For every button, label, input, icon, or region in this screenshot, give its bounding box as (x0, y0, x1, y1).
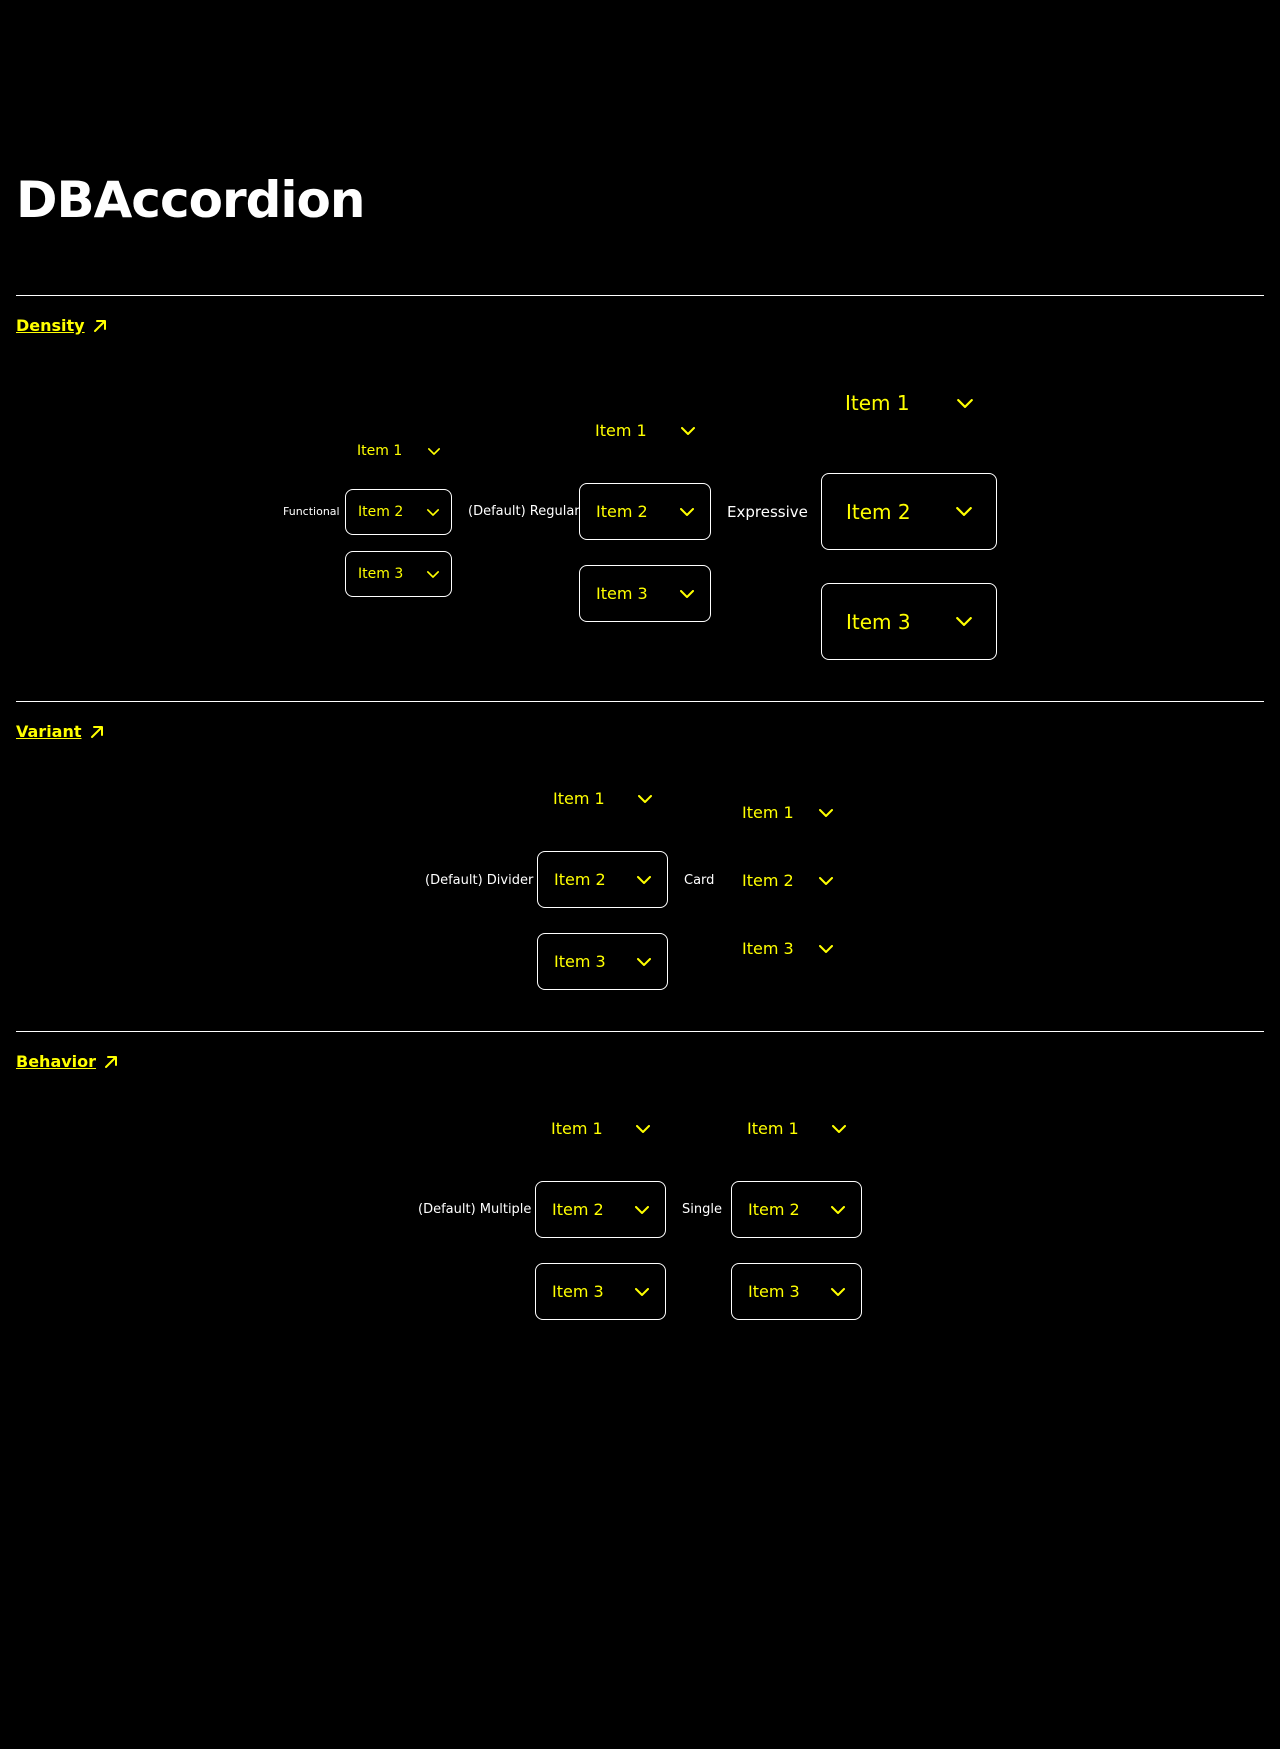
chevron-down-icon (635, 1288, 649, 1296)
chevron-down-icon (427, 509, 439, 516)
accordion-item[interactable]: Item 2 (535, 1181, 666, 1238)
density-expressive-label: Expressive (727, 503, 808, 521)
chevron-down-icon (956, 617, 972, 626)
accordion-item-title: Item 1 (357, 443, 403, 459)
accordion-item[interactable]: Item 3 (821, 583, 997, 660)
accordion-item-title: Item 3 (846, 609, 911, 634)
accordion-item[interactable]: Item 2 (731, 1181, 862, 1238)
accordion-item[interactable]: Item 2 (537, 851, 668, 908)
accordion-item-title: Item 3 (742, 939, 794, 958)
accordion-item-title: Item 2 (748, 1199, 800, 1219)
chevron-down-icon (956, 507, 972, 516)
accordion-item[interactable]: Item 3 (535, 1263, 666, 1320)
accordion-item-title: Item 2 (554, 869, 606, 889)
accordion-item-title: Item 3 (552, 1281, 604, 1301)
density-functional-label: Functional (283, 505, 340, 518)
accordion-item[interactable]: Item 1 (821, 372, 997, 434)
accordion-item-title: Item 1 (742, 803, 794, 822)
chevron-down-icon (638, 795, 652, 803)
chevron-down-icon (680, 508, 694, 516)
accordion-item[interactable]: Item 1 (535, 1106, 666, 1152)
chevron-down-icon (832, 1125, 846, 1133)
chevron-down-icon (635, 1206, 649, 1214)
accordion-item-title: Item 2 (358, 504, 404, 520)
section-divider (16, 701, 1264, 702)
chevron-down-icon (680, 590, 694, 598)
accordion-item[interactable]: Item 1 (731, 1106, 862, 1152)
section-divider (16, 295, 1264, 296)
accordion-item[interactable]: Item 1 (345, 431, 452, 471)
accordion-item-title: Item 3 (748, 1281, 800, 1301)
chevron-down-icon (637, 876, 651, 884)
chevron-down-icon (831, 1288, 845, 1296)
behavior-link-label: Behavior (16, 1052, 97, 1071)
chevron-down-icon (681, 427, 695, 435)
accordion-item[interactable]: Item 3 (579, 565, 711, 622)
accordion-item-title: Item 2 (552, 1199, 604, 1219)
accordion-item-title: Item 1 (551, 1119, 603, 1138)
chevron-down-icon (819, 809, 833, 817)
accordion-item-title: Item 3 (358, 566, 404, 582)
chevron-down-icon (819, 877, 833, 885)
accordion-item-title: Item 1 (747, 1119, 799, 1138)
behavior-multiple-label: (Default) Multiple (418, 1202, 532, 1217)
arrow-up-right-icon (90, 725, 104, 739)
accordion-item[interactable]: Item 3 (726, 931, 841, 967)
accordion-item-title: Item 3 (596, 583, 648, 603)
accordion-item-title: Item 2 (596, 501, 648, 521)
behavior-link[interactable]: Behavior (16, 1054, 118, 1070)
density-link[interactable]: Density (16, 318, 107, 334)
density-link-label: Density (16, 316, 85, 335)
variant-link-label: Variant (16, 722, 82, 741)
accordion-item-title: Item 2 (846, 499, 911, 524)
chevron-down-icon (819, 945, 833, 953)
chevron-down-icon (428, 448, 440, 455)
page-title: DBAccordion (16, 171, 365, 229)
chevron-down-icon (636, 1125, 650, 1133)
accordion-item-title: Item 1 (845, 391, 910, 415)
density-regular-label: (Default) Regular (468, 504, 580, 519)
accordion-item-title: Item 1 (595, 421, 647, 440)
arrow-up-right-icon (104, 1055, 118, 1069)
accordion-item-title: Item 2 (742, 871, 794, 890)
accordion-item[interactable]: Item 3 (537, 933, 668, 990)
accordion-item[interactable]: Item 1 (579, 408, 711, 454)
chevron-down-icon (427, 571, 439, 578)
accordion-item[interactable]: Item 3 (731, 1263, 862, 1320)
accordion-item[interactable]: Item 2 (579, 483, 711, 540)
accordion-item-title: Item 3 (554, 951, 606, 971)
accordion-item[interactable]: Item 2 (345, 489, 452, 535)
accordion-item-title: Item 1 (553, 789, 605, 808)
chevron-down-icon (957, 399, 973, 408)
accordion-item[interactable]: Item 2 (726, 863, 841, 899)
variant-card-label: Card (684, 873, 715, 888)
section-divider (16, 1031, 1264, 1032)
chevron-down-icon (637, 958, 651, 966)
chevron-down-icon (831, 1206, 845, 1214)
variant-link[interactable]: Variant (16, 724, 104, 740)
behavior-single-label: Single (682, 1202, 722, 1217)
accordion-item[interactable]: Item 3 (345, 551, 452, 597)
accordion-item[interactable]: Item 2 (821, 473, 997, 550)
arrow-up-right-icon (93, 319, 107, 333)
accordion-item[interactable]: Item 1 (537, 776, 668, 822)
accordion-item[interactable]: Item 1 (726, 795, 841, 831)
variant-divider-label: (Default) Divider (425, 873, 534, 888)
